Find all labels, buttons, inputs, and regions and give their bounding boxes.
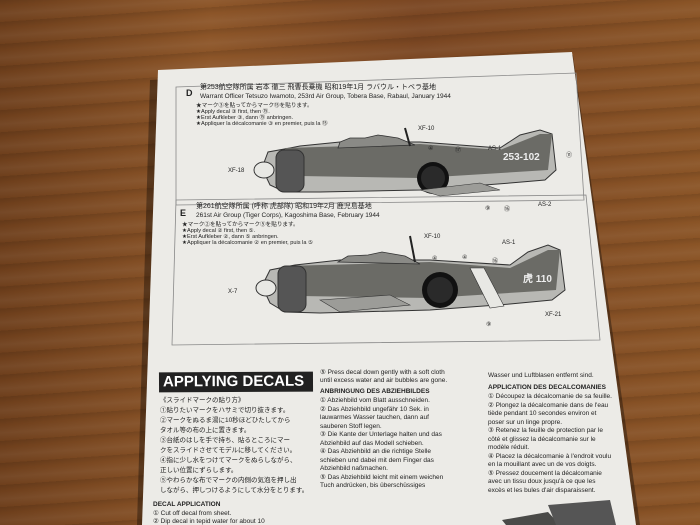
profile-e-instruction: ★Apply decal ② first, then ⑤. xyxy=(182,228,256,234)
profile-e-instruction: ★マーク②を貼ってからマーク⑤を貼ります。 xyxy=(182,222,299,228)
de-line: ③ Die Kante der Unterlage halten und das xyxy=(320,431,442,438)
de-line: sauberen Stoff legen. xyxy=(320,422,382,430)
fr-line: ② Plongez la décalcomanie dans de l'eau xyxy=(488,401,609,409)
callout-label: AS-2 xyxy=(538,202,552,208)
profile-d-tail-code: 253-102 xyxy=(503,152,540,163)
profile-e-title-en: 261st Air Group (Tiger Corps), Kagoshima… xyxy=(196,212,380,219)
profile-d-instruction: ★Appliquer la décalcomanie ③ en premier,… xyxy=(196,121,328,127)
jp-line: ④指に少し水をつけてマークをぬらしながら、 xyxy=(160,457,297,464)
callout-label: X-7 xyxy=(228,289,238,295)
fr-line: tiède pendant 10 secondes environ et xyxy=(488,410,597,417)
jp-line: 正しい位置にずらします。 xyxy=(160,467,238,474)
jp-line: ③台紙のはしを手で持ち、貼るところにマー xyxy=(160,437,290,444)
jp-line: ①貼りたいマークをハサミで切り抜きます。 xyxy=(160,407,290,414)
callout-label: ⑪ xyxy=(566,153,573,159)
jp-instructions-title: 《スライドマークの貼り方》 xyxy=(160,397,245,404)
profile-d-letter: D xyxy=(186,88,193,98)
profile-e-instruction: ★Appliquer la décalcomanie ② en premier,… xyxy=(182,240,314,246)
decal-application-title: DECAL APPLICATION xyxy=(153,501,221,508)
callout-label: AS-1 xyxy=(502,240,516,246)
fr-line: avec un tissu doux jusqu'à ce que les xyxy=(488,478,596,485)
profile-d-title-jp: 第253航空隊所属 岩本 徹三 飛曹長乗機 昭和19年1月 ラバウル・トベラ基地 xyxy=(200,84,437,91)
de-line: ① Abziehbild vom Blatt ausschneiden. xyxy=(320,397,430,404)
profile-d-instruction: ★マーク③を貼ってからマーク⑮を貼ります。 xyxy=(196,103,313,109)
callout-label: ④ xyxy=(432,256,438,262)
de-line: ⑤ Das Abziehbild leicht mit einem weiche… xyxy=(320,473,444,481)
de-line: ② Das Abziehbild ungefähr 10 Sek. in xyxy=(320,405,429,413)
fr-title: APPLICATION DES DECALCOMANIES xyxy=(488,384,606,391)
jp-line: しながら、押しつけるようにして水分をとります。 xyxy=(160,487,309,494)
callout-label: XF-10 xyxy=(418,126,435,132)
jp-line: ⑤やわらかな布でマークの内側の気泡を押し出 xyxy=(160,477,297,484)
fr-line: côté et glissez la décalcomanie sur le xyxy=(488,435,596,443)
jp-line: クをスライドさせてモデルに移してください。 xyxy=(160,447,297,454)
en-line: ② Dip decal in tepid water for about 10 xyxy=(153,518,265,525)
de-line: ④ Das Abziehbild an die richtige Stelle xyxy=(320,448,431,455)
fr-line: ① Découpez la décalcomanie de sa feuille… xyxy=(488,393,612,400)
fr-line: en la mouillant avec un de vos doigts. xyxy=(488,461,597,468)
de-title: ANBRINGUNG DES ABZIEHBILDES xyxy=(320,388,430,395)
callout-label: AS-1 xyxy=(488,146,502,152)
de-instructions-list: ① Abziehbild vom Blatt ausschneiden. ② D… xyxy=(320,397,443,489)
de-line: Wasser und Luftblasen entfernt sind. xyxy=(488,372,594,379)
fr-instructions-list: ① Découpez la décalcomanie de sa feuille… xyxy=(488,393,612,494)
fr-line: excès et les bules d'air disparaissent. xyxy=(488,486,596,494)
callout-label: ④ xyxy=(428,146,434,152)
en-line: ① Cut off decal from sheet. xyxy=(153,510,232,517)
profile-d-title-en: Warrant Officer Tetsuzo Iwamoto, 253rd A… xyxy=(200,93,451,100)
jp-line: タオル等の布の上に置きます。 xyxy=(160,427,251,434)
callout-label: ⑯ xyxy=(492,259,499,265)
aircraft-profile-d xyxy=(253,127,557,197)
en-line: until excess water and air bubbles are g… xyxy=(320,377,448,384)
profile-e-title-jp: 第261航空隊所属 (呼称 虎部隊) 昭和19年2月 鹿児島基地 xyxy=(196,203,372,210)
de-line: Abziehbild naßmachen. xyxy=(320,465,388,472)
callout-label: ④ xyxy=(462,255,468,261)
profile-e-instruction: ★Erst Aufkleber ②, dann ⑤ anbringen. xyxy=(182,234,279,240)
aircraft-profile-e xyxy=(255,235,566,314)
decal-diagram-photo xyxy=(502,500,616,525)
profile-d-instruction: ★Erst Aufkleber ③, dann ⑮ anbringen. xyxy=(196,115,294,121)
callout-label: XF-10 xyxy=(424,234,441,240)
applying-decals-heading: APPLYING DECALS xyxy=(158,371,314,393)
callout-label: XF-21 xyxy=(545,312,562,318)
jp-instructions-list: ①貼りたいマークをハサミで切り抜きます。 ②マークをぬるま湯に10秒ほどひたして… xyxy=(160,407,308,494)
callout-label: ⑨ xyxy=(486,322,492,328)
de-line: schieben und dabei mit dem Finger das xyxy=(320,456,434,464)
callout-label: ⑰ xyxy=(455,148,462,154)
de-line: lauwarmes Wasser tauchen, dann auf xyxy=(320,414,429,421)
fr-line: poser sur un linge propre. xyxy=(488,418,563,426)
profile-d-instruction: ★Apply decal ③ first, then ⑮. xyxy=(196,109,270,115)
fr-line: ⑤ Pressez doucement la décalcomanie xyxy=(488,469,602,477)
callout-label: ⑯ xyxy=(504,207,511,213)
jp-line: ②マークをぬるま湯に10秒ほどひたしてから xyxy=(160,417,291,424)
callout-label: ⑨ xyxy=(485,206,491,212)
profile-e-letter: E xyxy=(180,208,187,218)
fr-line: ④ Placez la décalcomanie à l'endroit vou… xyxy=(488,452,612,460)
de-line: Abziehbild auf das Modell schieben. xyxy=(320,439,424,447)
profile-e-frame xyxy=(171,194,601,346)
en-line: ⑤ Press decal down gently with a soft cl… xyxy=(320,369,445,376)
callout-label: XF-18 xyxy=(228,168,245,174)
profile-d-frame xyxy=(175,72,585,206)
de-line: Tuch andrücken, bis überschüssiges xyxy=(320,482,426,489)
fr-line: ③ Retenez la feuille de protection par l… xyxy=(488,427,603,434)
profile-e-tail-code: 虎 110 xyxy=(523,274,552,285)
fr-line: modèle réduit. xyxy=(488,444,530,451)
